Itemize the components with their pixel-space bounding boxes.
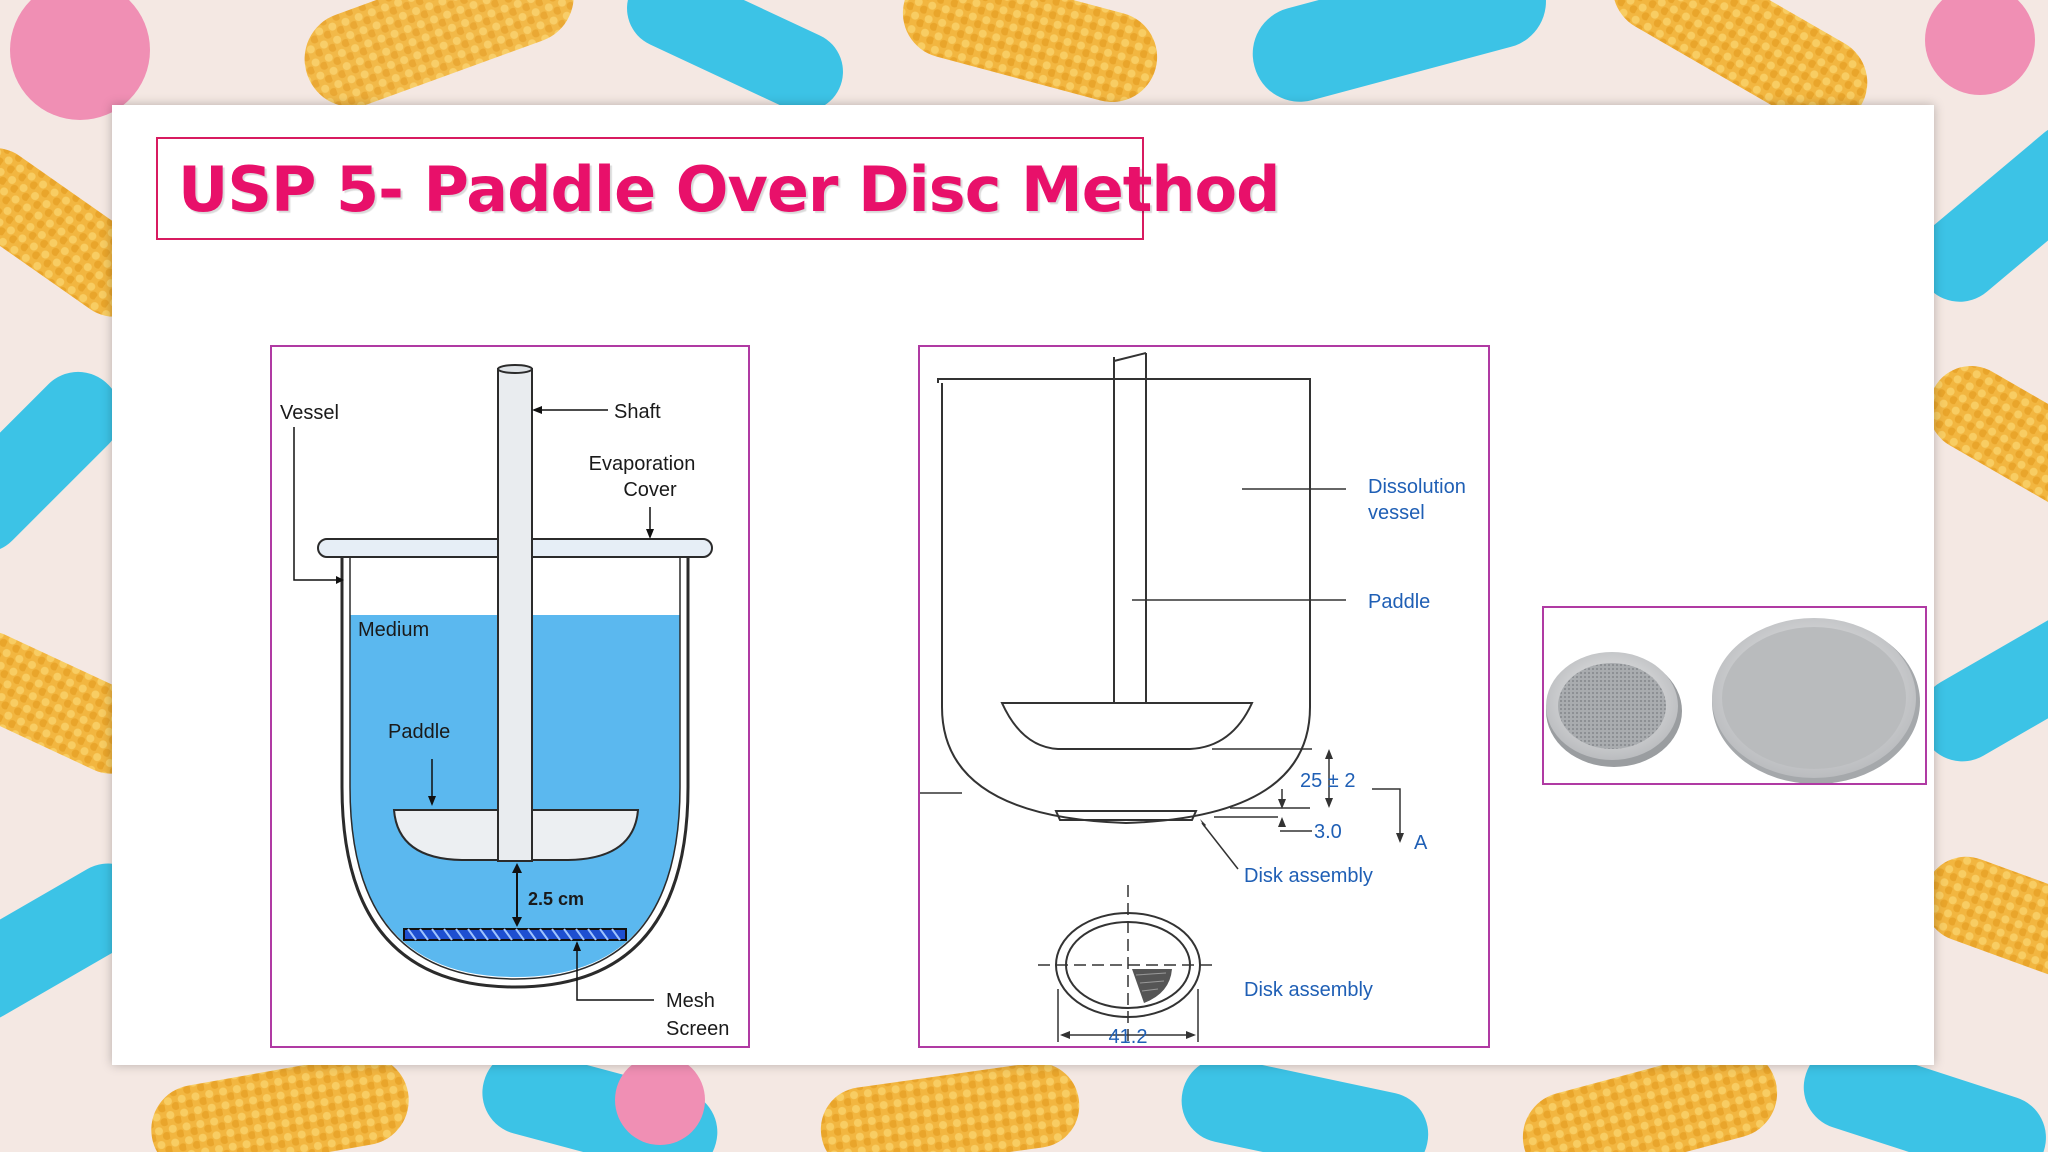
dissolution-vessel-outline <box>937 378 1311 825</box>
label-paddle: Paddle <box>388 721 450 743</box>
label-medium: Medium <box>358 619 429 641</box>
apparatus-diagram: Vessel Shaft Evaporation Cover Medium Pa… <box>270 345 750 1048</box>
label-marker-a: A <box>1414 832 1428 854</box>
label-evaporation-cover-2: Cover <box>623 479 677 501</box>
title-box: USP 5- Paddle Over Disc Method <box>156 137 1281 240</box>
label-gap-dimension: 25 ± 2 <box>1300 770 1355 792</box>
shaft <box>497 368 533 862</box>
label-disk-assembly-side: Disk assembly <box>1244 865 1373 887</box>
label-mesh-1: Mesh <box>666 990 715 1012</box>
mesh-disc-icon <box>1544 608 1925 783</box>
label-shaft: Shaft <box>614 401 661 423</box>
label-vessel: Vessel <box>280 402 339 424</box>
mesh-disc-photo <box>1542 606 1927 785</box>
slide-title: USP 5- Paddle Over Disc Method <box>178 153 1281 226</box>
label-dissolution-1: Dissolution <box>1368 476 1466 498</box>
technical-drawing: Dissolution vessel Paddle 25 ± 2 3.0 A D… <box>918 345 1490 1048</box>
label-evaporation-cover-1: Evaporation <box>589 453 696 475</box>
paddle-blade <box>1000 702 1254 750</box>
mesh-screen <box>403 928 627 941</box>
label-distance: 2.5 cm <box>528 889 584 909</box>
label-diameter: 41.2 <box>1109 1026 1148 1046</box>
vessel-outline <box>340 555 690 989</box>
label-dissolution-2: vessel <box>1368 502 1425 524</box>
label-mesh-2: Screen <box>666 1018 729 1040</box>
label-disk-assembly-top: Disk assembly <box>1244 979 1373 1001</box>
label-paddle: Paddle <box>1368 591 1430 613</box>
label-disk-dimension: 3.0 <box>1314 821 1342 843</box>
disk-mesh-segment <box>1132 969 1172 1003</box>
